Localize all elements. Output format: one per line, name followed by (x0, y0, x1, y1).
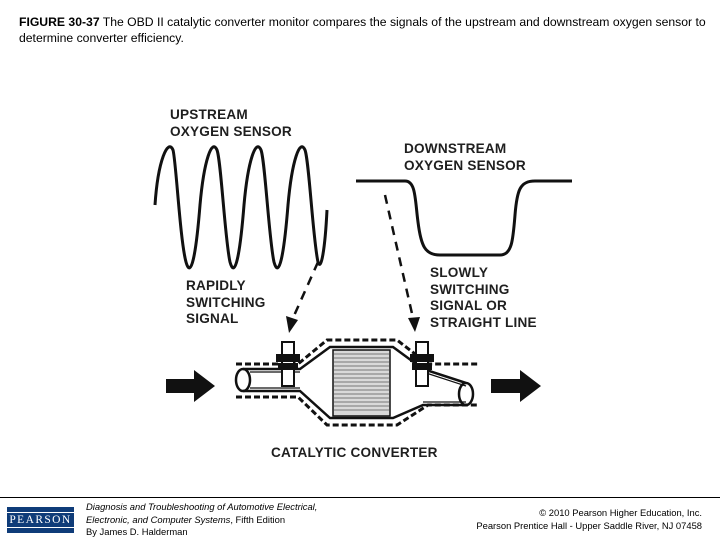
downstream-sensor (410, 341, 434, 387)
heat-shield-top (236, 338, 478, 366)
downstream-signal-line (356, 179, 572, 257)
upstream-arrowhead (286, 316, 298, 333)
catalyst-substrate (332, 349, 391, 417)
downstream-arrowhead (408, 317, 420, 332)
rapid-signal-label: RAPIDLY SWITCHING SIGNAL (186, 278, 266, 326)
downstream-sensor-label: DOWNSTREAM OXYGEN SENSOR (404, 141, 526, 173)
catalytic-converter-label: CATALYTIC CONVERTER (271, 445, 438, 460)
caption-text: The OBD II catalytic converter monitor c… (19, 15, 706, 45)
book-author: By James D. Halderman (86, 526, 188, 538)
outlet-flow-arrow (491, 370, 541, 402)
upstream-sensor (276, 341, 300, 387)
heat-shield-bottom (236, 395, 478, 427)
book-title-line2: Electronic, and Computer Systems (86, 513, 231, 525)
slow-signal-label: SLOWLY SWITCHING SIGNAL OR STRAIGHT LINE (430, 265, 537, 330)
pearson-logo: PEARSON (7, 507, 74, 533)
downstream-dashed-arrow (383, 194, 415, 319)
pearson-logo-text: PEARSON (7, 512, 74, 528)
copyright-line2: Pearson Prentice Hall - Upper Saddle Riv… (476, 519, 702, 531)
figure-caption: FIGURE 30-37 The OBD II catalytic conver… (19, 14, 709, 46)
footer-divider (0, 497, 720, 498)
figure-label: FIGURE 30-37 (19, 15, 100, 29)
copyright: © 2010 Pearson Higher Education, Inc. Pe… (476, 507, 702, 532)
book-edition: , Fifth Edition (230, 513, 286, 525)
book-credit: Diagnosis and Troubleshooting of Automot… (86, 501, 317, 539)
inlet-flow-arrow (166, 370, 215, 402)
catalytic-converter-diagram (153, 145, 572, 427)
upstream-sensor-label: UPSTREAM OXYGEN SENSOR (170, 107, 292, 139)
upstream-dashed-arrow (291, 261, 320, 319)
upstream-sine-wave (153, 145, 329, 270)
copyright-line1: © 2010 Pearson Higher Education, Inc. (539, 507, 702, 518)
book-title-line1: Diagnosis and Troubleshooting of Automot… (86, 501, 318, 512)
